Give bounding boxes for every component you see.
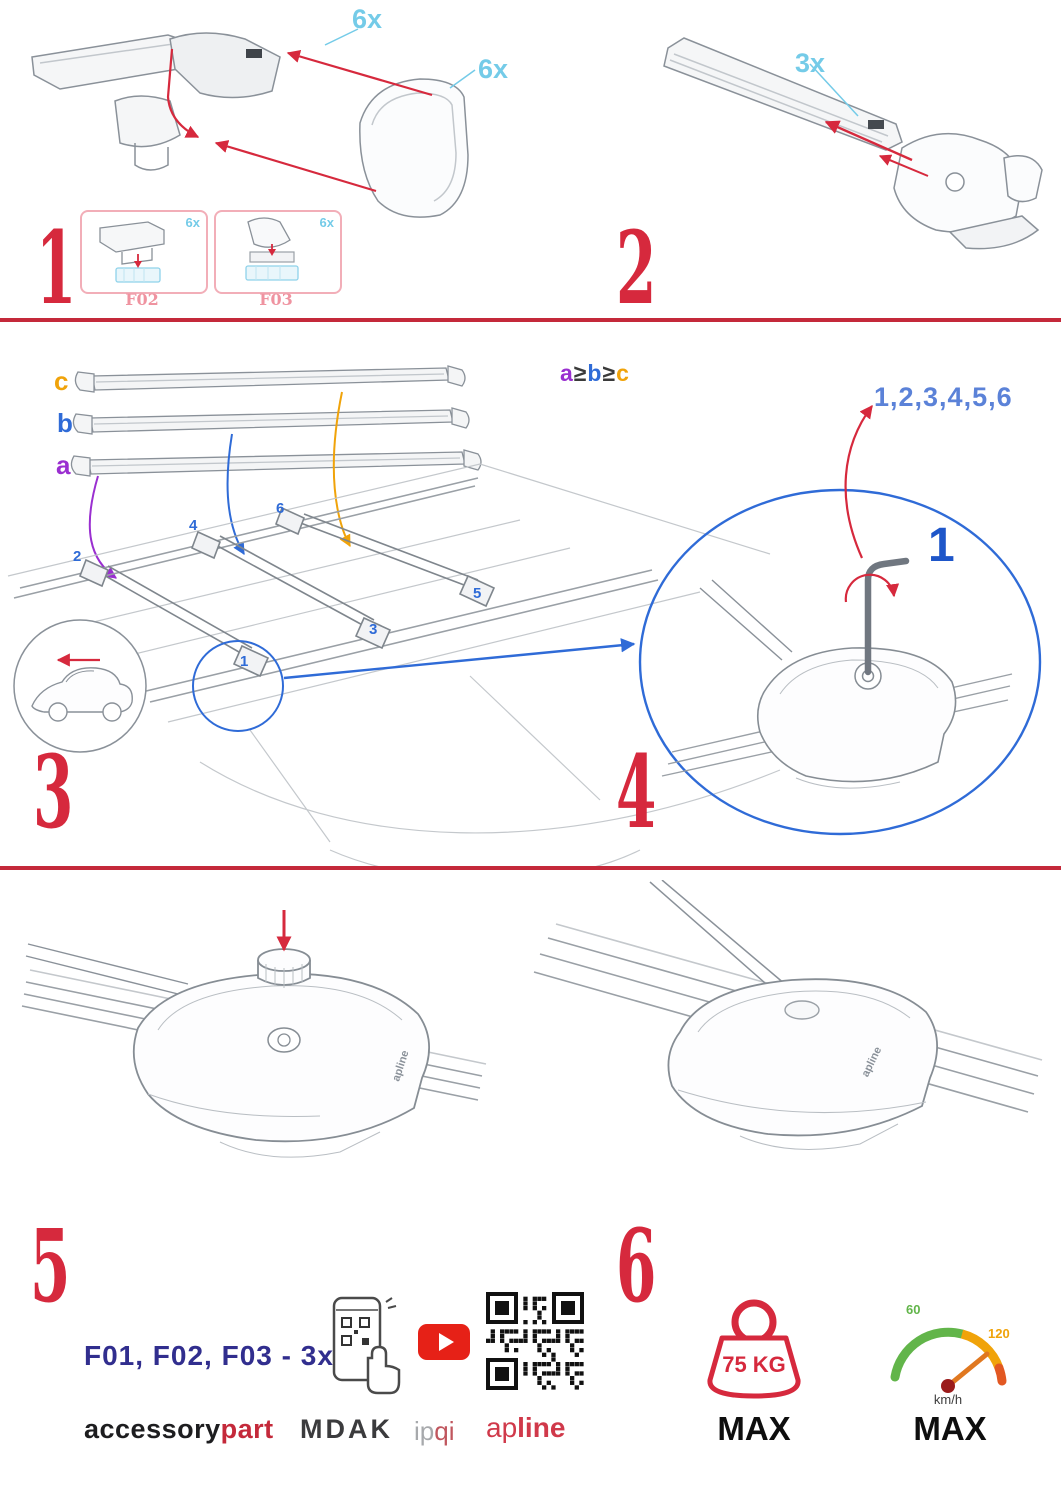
rotation-arrow xyxy=(844,573,900,603)
step-number-1: 1 xyxy=(36,209,77,327)
play-triangle-icon xyxy=(438,1333,454,1351)
step2-illustration xyxy=(663,37,1043,250)
qty-label-shell: 6x xyxy=(478,54,509,84)
brand-ap: ap xyxy=(486,1412,518,1443)
car-direction-inset xyxy=(13,619,147,753)
sequence-arrow xyxy=(844,404,873,559)
bar-label-a: a xyxy=(56,450,71,480)
first-bolt-number: 1 xyxy=(928,519,955,572)
rack-foot xyxy=(132,972,431,1158)
qty-label-3x: 3x xyxy=(795,48,826,78)
section-divider xyxy=(0,866,1061,870)
inset-f02-qty: 6x xyxy=(185,215,200,230)
crossbar xyxy=(663,37,903,151)
zoom-foot-detail xyxy=(661,404,1013,789)
cover-shell xyxy=(359,78,469,218)
qty-label-cover: 6x xyxy=(352,4,383,34)
rule-b: b xyxy=(587,360,603,386)
step1-illustration xyxy=(31,28,476,218)
car-roof xyxy=(7,463,781,870)
rule-c: c xyxy=(616,360,630,386)
speed-high-label: 120 xyxy=(988,1326,1010,1341)
qr-code xyxy=(486,1292,584,1390)
inset-f02-code: F02 xyxy=(125,290,159,309)
speed-unit-label: km/h xyxy=(933,1392,963,1407)
crossbar-end-assembly xyxy=(31,32,281,171)
step-number-3: 3 xyxy=(33,733,74,851)
inset-f03-code: F03 xyxy=(259,290,293,309)
inset-f03: 6x xyxy=(214,210,342,294)
rule-ge2: ≥ xyxy=(602,360,617,386)
brand-mdak: MDAK xyxy=(300,1414,393,1444)
crossbar-stub xyxy=(25,943,189,997)
max-load-value: 75 KG xyxy=(722,1352,786,1377)
brand-accessorypart: accessorypart xyxy=(84,1414,274,1445)
max-load-label: MAX xyxy=(717,1410,791,1447)
red-arrows xyxy=(824,120,929,177)
youtube-icon xyxy=(418,1324,470,1360)
position-6: 6 xyxy=(276,500,285,517)
weight-icon xyxy=(707,1299,801,1399)
speedometer-icon xyxy=(890,1327,1007,1393)
step3-step4-illustration xyxy=(7,365,1042,870)
speed-low-label: 60 xyxy=(906,1302,921,1317)
step6-illustration xyxy=(533,880,1043,1150)
cyan-leader-lines xyxy=(324,28,476,89)
zoom-circle xyxy=(638,488,1042,836)
position-1: 1 xyxy=(240,653,249,670)
allen-key xyxy=(864,557,910,676)
position-4: 4 xyxy=(189,517,198,534)
mounted-crossbars xyxy=(78,506,496,678)
brand-ip: ip xyxy=(414,1416,435,1446)
rack-foot xyxy=(667,978,939,1150)
loose-crossbars xyxy=(70,365,482,477)
crossbar-stub xyxy=(649,880,793,999)
step-number-2: 2 xyxy=(616,209,657,327)
step-number-5: 5 xyxy=(30,1207,71,1325)
brand-apline: apline xyxy=(486,1412,565,1444)
inset-f03-qty: 6x xyxy=(319,215,334,230)
brand-ipqi: ipqi xyxy=(414,1416,455,1447)
step-number-4: 4 xyxy=(616,733,657,851)
inset-f02: 6x xyxy=(80,210,208,294)
bar-label-c: c xyxy=(54,366,69,396)
inset-f02-art xyxy=(99,221,165,283)
brand-line: line xyxy=(517,1412,566,1443)
position-2: 2 xyxy=(73,548,82,565)
length-rule: a≥b≥c xyxy=(560,360,630,387)
position-5: 5 xyxy=(473,585,482,602)
brand-qi: qi xyxy=(434,1416,455,1446)
step5-illustration xyxy=(21,910,487,1158)
zoom-pointer-arrow xyxy=(283,638,636,680)
rack-foot xyxy=(893,132,1043,250)
needle xyxy=(945,1351,990,1389)
brand-part: part xyxy=(220,1414,274,1444)
step-number-6: 6 xyxy=(616,1207,657,1325)
max-speed-label: MAX xyxy=(913,1410,987,1447)
foot-highlight-circle xyxy=(192,640,284,732)
kit-codes: F01, F02, F03 - 3x xyxy=(84,1340,334,1371)
tighten-sequence: 1,2,3,4,5,6 xyxy=(874,382,1013,412)
inset-f03-art xyxy=(245,217,299,281)
rule-a: a xyxy=(560,360,574,386)
section-divider xyxy=(0,318,1061,322)
red-arrows xyxy=(166,48,433,193)
bar-label-b: b xyxy=(57,408,73,438)
assignment-arrows xyxy=(88,391,351,579)
tension-knob xyxy=(257,948,311,988)
phone-qr-icon xyxy=(332,1296,401,1395)
cyan-leader-line xyxy=(809,63,859,117)
position-3: 3 xyxy=(369,621,378,638)
rule-ge1: ≥ xyxy=(573,360,588,386)
brand-accessory: accessory xyxy=(84,1414,221,1444)
